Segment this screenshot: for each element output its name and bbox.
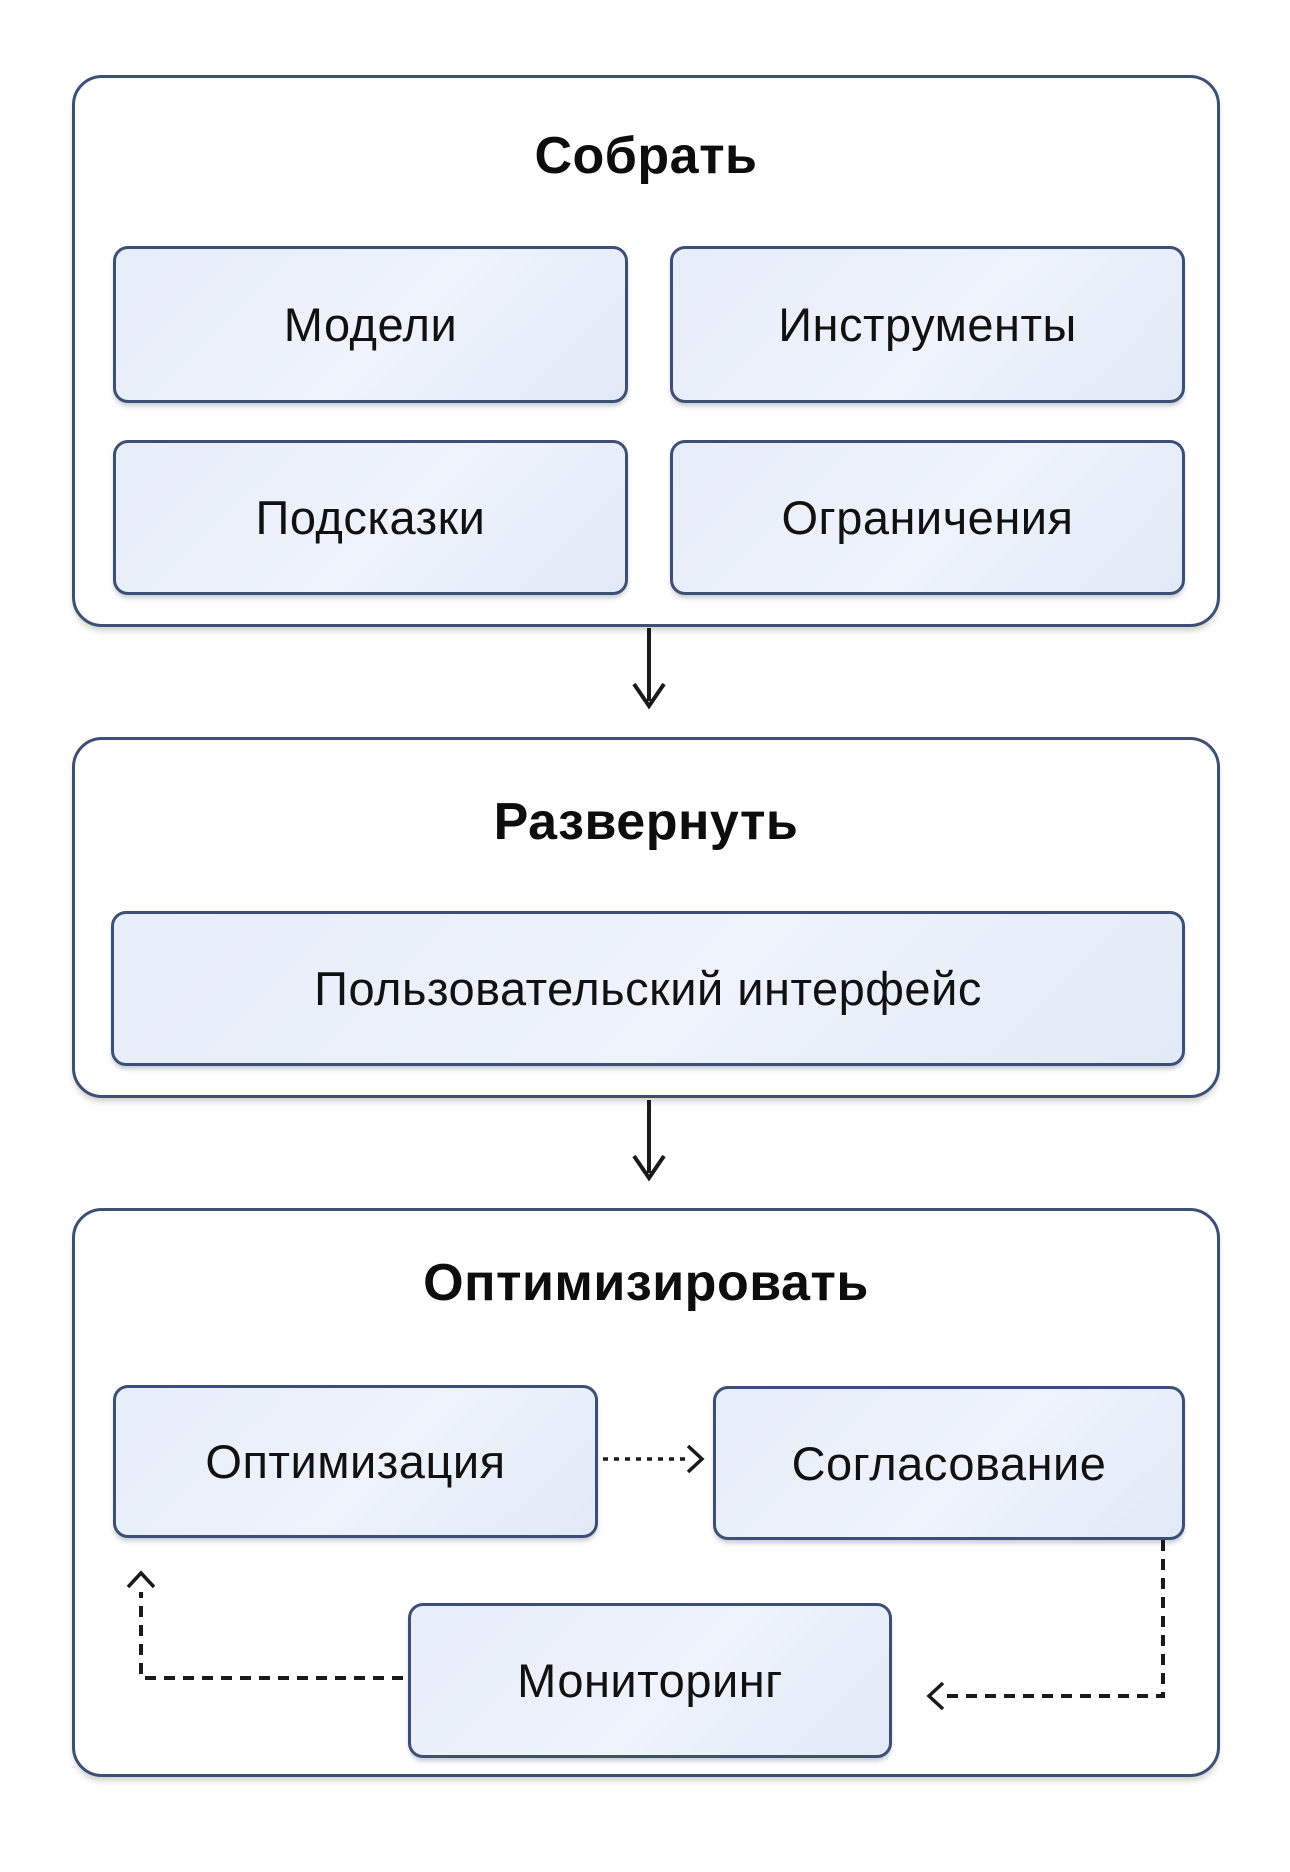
node-optimization: Оптимизация [113, 1385, 598, 1538]
node-models-label: Модели [283, 298, 458, 351]
node-optimization-label: Оптимизация [205, 1435, 506, 1488]
node-prompts: Подсказки [113, 440, 628, 595]
node-tools-label: Инструменты [778, 298, 1077, 351]
section-deploy: Развернуть Пользовательский интерфейс [72, 737, 1220, 1098]
node-models: Модели [113, 246, 628, 403]
connector-assemble-to-deploy [632, 628, 666, 710]
node-prompts-label: Подсказки [255, 491, 486, 544]
section-optimize: Оптимизировать Оптимизация Согласование … [72, 1208, 1220, 1777]
node-monitoring: Мониторинг [408, 1603, 892, 1758]
node-alignment-label: Согласование [791, 1436, 1107, 1490]
node-user-interface: Пользовательский интерфейс [111, 911, 1185, 1066]
section-deploy-title: Развернуть [493, 793, 799, 851]
section-assemble: Собрать Модели Инструменты Подсказки Огр… [72, 75, 1220, 627]
connector-deploy-to-optimize [632, 1100, 666, 1182]
section-assemble-title: Собрать [534, 127, 758, 185]
section-optimize-title: Оптимизировать [423, 1254, 869, 1312]
node-monitoring-label: Мониторинг [517, 1654, 783, 1707]
node-guardrails: Ограничения [670, 440, 1185, 595]
node-tools: Инструменты [670, 246, 1185, 403]
node-alignment: Согласование [713, 1386, 1185, 1540]
node-guardrails-label: Ограничения [781, 491, 1074, 544]
node-user-interface-label: Пользовательский интерфейс [314, 962, 982, 1015]
